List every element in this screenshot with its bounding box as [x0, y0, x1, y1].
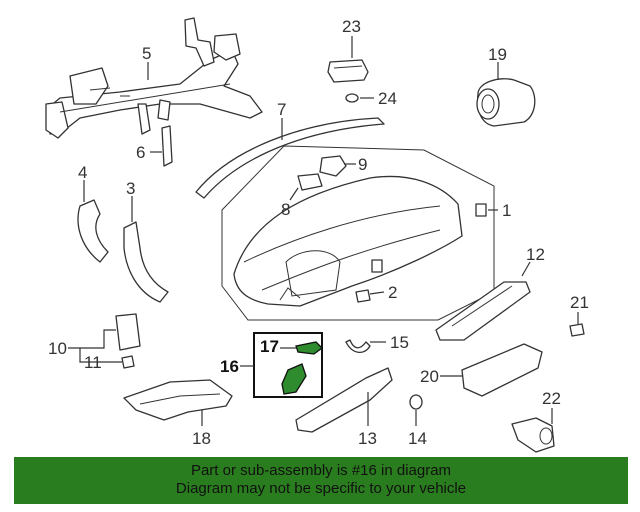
part-13-lower-trim: [295, 367, 393, 433]
callout-17: 17: [260, 337, 279, 356]
part-24-bulb: [345, 93, 359, 103]
part-2-clip: [355, 289, 371, 303]
part-8-bracket: [297, 173, 323, 191]
part-4-duct: [77, 199, 109, 263]
callout-9: 9: [358, 155, 367, 174]
callout-20: 20: [420, 367, 439, 386]
callout-18: 18: [192, 429, 211, 448]
callout-12: 12: [526, 245, 545, 264]
part-23-module: [327, 59, 369, 83]
callout-10: 10: [48, 339, 67, 358]
callout-16: 16: [220, 357, 239, 376]
callout-19: 19: [488, 45, 507, 64]
callout-4: 4: [78, 163, 87, 182]
part-21-knob: [569, 323, 585, 337]
callout-5: 5: [142, 44, 151, 63]
part-14-grommet: [409, 394, 423, 410]
callout-15: 15: [390, 333, 409, 352]
part-1-instrument-panel: [221, 145, 495, 321]
part-7-finish-strip: [195, 117, 385, 199]
part-15-trim: [345, 339, 371, 353]
callout-1: 1: [502, 201, 511, 220]
part-10-cover: [115, 313, 141, 351]
callout-labels: 5 23 19 7 24 6 9 8 1 4 3 12 2 21 10 11 1…: [48, 17, 589, 448]
callout-24: 24: [378, 89, 397, 108]
part-22-lighter: [511, 417, 555, 453]
part-18-lower-panel: [123, 379, 233, 421]
callout-7: 7: [277, 100, 286, 119]
part-17-bolt: [295, 341, 323, 355]
callout-6: 6: [136, 143, 145, 162]
callout-22: 22: [542, 389, 561, 408]
callout-11: 11: [84, 353, 102, 372]
part-11-clip: [121, 355, 135, 369]
callout-8: 8: [281, 200, 290, 219]
callout-21: 21: [570, 293, 589, 312]
banner-line-2: Diagram may not be specific to your vehi…: [175, 480, 467, 497]
callout-23: 23: [342, 17, 361, 36]
callout-13: 13: [358, 429, 377, 448]
callout-14: 14: [408, 429, 427, 448]
part-16-bracket: [281, 363, 307, 395]
callout-2: 2: [388, 283, 397, 302]
banner-line-1: Part or sub-assembly is #16 in diagram: [190, 462, 452, 479]
part-16-highlight-box: [253, 332, 323, 398]
part-19-airbag: [476, 78, 536, 127]
part-20-duct: [461, 343, 543, 397]
info-banner: Part or sub-assembly is #16 in diagram D…: [14, 457, 628, 504]
part-6-bracket: [161, 125, 173, 167]
part-12-glove-box: [435, 281, 531, 341]
part-9-bracket: [319, 155, 347, 177]
leader-lines: [68, 36, 579, 426]
part-3-duct: [123, 221, 169, 303]
callout-3: 3: [126, 179, 135, 198]
part-5-reinforcement: [45, 17, 263, 139]
